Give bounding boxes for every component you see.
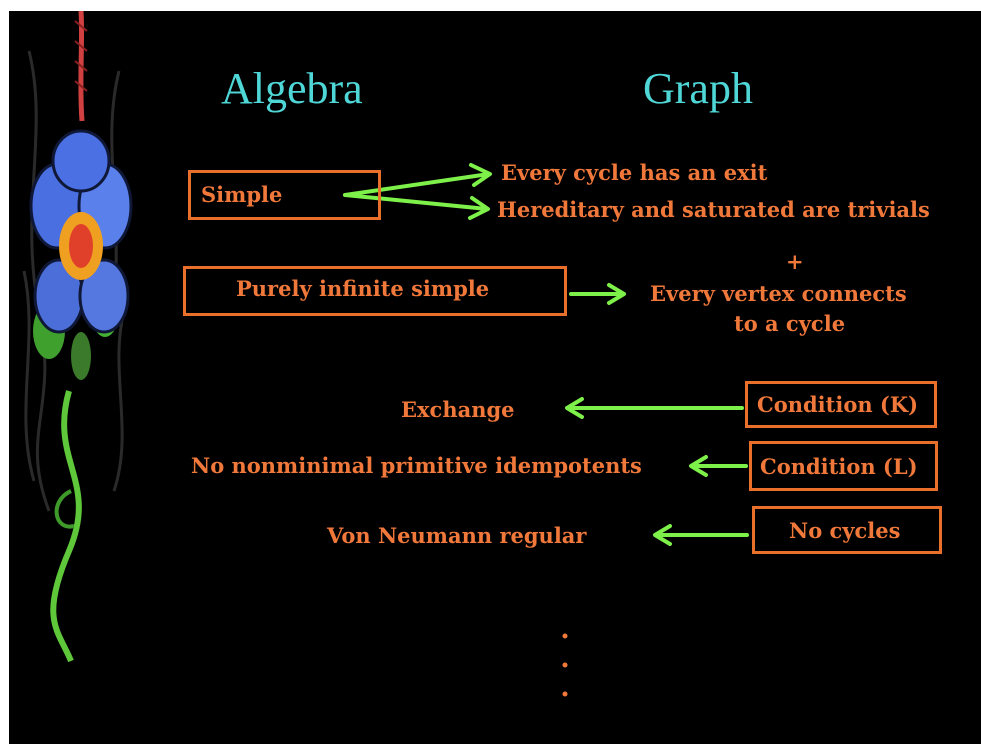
exchange-label: Exchange bbox=[401, 397, 515, 422]
no-nonminimal-idempotents-label: No nonminimal primitive idempotents bbox=[191, 453, 642, 478]
condition-l-label: Condition (L) bbox=[760, 454, 918, 479]
simple-label: Simple bbox=[201, 182, 283, 207]
von-neumann-regular-label: Von Neumann regular bbox=[327, 523, 587, 548]
plus-sign: + bbox=[786, 249, 804, 274]
to-a-cycle-label: to a cycle bbox=[734, 311, 846, 336]
algebra-heading: Algebra bbox=[221, 64, 363, 113]
no-cycles-box bbox=[752, 506, 942, 554]
vertical-ellipsis-icon bbox=[562, 633, 568, 697]
arrows-layer bbox=[343, 163, 749, 546]
purely-infinite-label: Purely infinite simple bbox=[236, 276, 490, 301]
condition-k-box bbox=[745, 381, 937, 428]
purely-infinite-box bbox=[183, 266, 567, 316]
blue-flower-vine-icon bbox=[22, 11, 133, 663]
arrow-simple-up-icon bbox=[343, 163, 492, 197]
arrow-simple-down-icon bbox=[343, 193, 490, 220]
graph-heading: Graph bbox=[643, 64, 753, 113]
slide: Algebra Graph bbox=[9, 11, 981, 744]
condition-l-box bbox=[749, 441, 938, 491]
arrow-purely-infinite-icon bbox=[569, 283, 626, 305]
every-cycle-exit-label: Every cycle has an exit bbox=[501, 160, 768, 185]
every-vertex-connects-label: Every vertex connects bbox=[650, 281, 907, 306]
arrow-condition-k-icon bbox=[565, 397, 744, 419]
hereditary-saturated-label: Hereditary and saturated are trivials bbox=[497, 197, 930, 222]
no-cycles-label: No cycles bbox=[789, 518, 901, 543]
condition-k-label: Condition (K) bbox=[757, 392, 919, 417]
simple-box bbox=[188, 170, 381, 220]
arrow-condition-l-icon bbox=[689, 455, 748, 477]
arrow-no-cycles-icon bbox=[653, 524, 749, 546]
